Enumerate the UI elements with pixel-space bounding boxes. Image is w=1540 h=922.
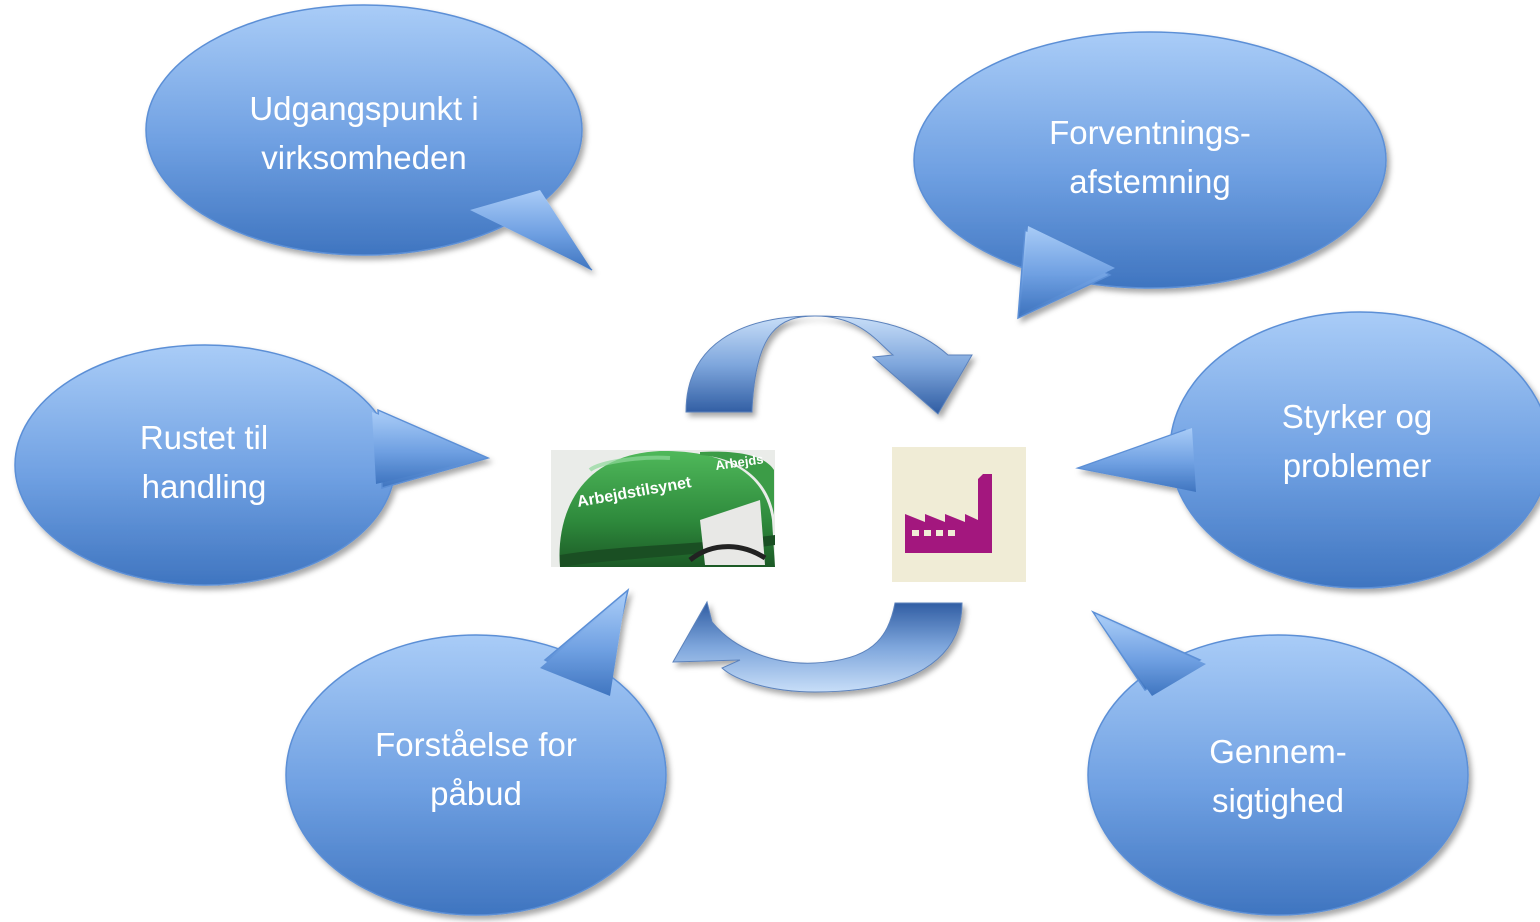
helmet-label-partial: Arbejds [714,451,764,473]
bubble-gennem-line2: sigtighed [1211,782,1345,819]
bubble-forventning-text: Forventnings- afstemning [1000,108,1300,206]
bubble-rustet [14,344,491,586]
bubble-forventning-line2: afstemning [1069,163,1231,200]
hard-hat-icon: Arbejdstilsynet Arbejds [551,450,775,567]
bubble-styrker-line2: problemer [1282,447,1432,484]
bubble-udgangspunkt-line1: Udgangspunkt i [249,90,479,127]
curved-arrow-left-icon [672,600,963,693]
bubble-styrker-text: Styrker og problemer [1207,392,1507,490]
bubble-udgangspunkt-text: Udgangspunkt i virksomheden [214,84,514,182]
bubble-forstaaelse-line1: Forståelse for [375,726,577,763]
bubble-udgangspunkt-line2: virksomheden [261,139,467,176]
bubble-gennem [1087,610,1469,916]
bubble-rustet-line1: Rustet til [139,419,269,456]
bubble-forstaaelse [285,587,667,916]
bubble-styrker [1075,311,1540,589]
factory-icon [892,447,1026,582]
bubble-rustet-line2: handling [141,468,267,505]
bubble-forstaaelse-text: Forståelse for påbud [326,720,626,818]
bubble-styrker-line1: Styrker og [1281,398,1433,435]
bubble-forstaaelse-line2: påbud [430,775,522,812]
bubble-gennem-text: Gennem- sigtighed [1128,727,1428,825]
bubble-udgangspunkt [145,4,593,271]
curved-arrow-right-icon [685,315,973,415]
bubble-forventning-line1: Forventnings- [1049,114,1251,151]
bubble-forventning [913,31,1387,320]
bubble-gennem-line1: Gennem- [1209,733,1347,770]
bubble-rustet-text: Rustet til handling [54,413,354,511]
